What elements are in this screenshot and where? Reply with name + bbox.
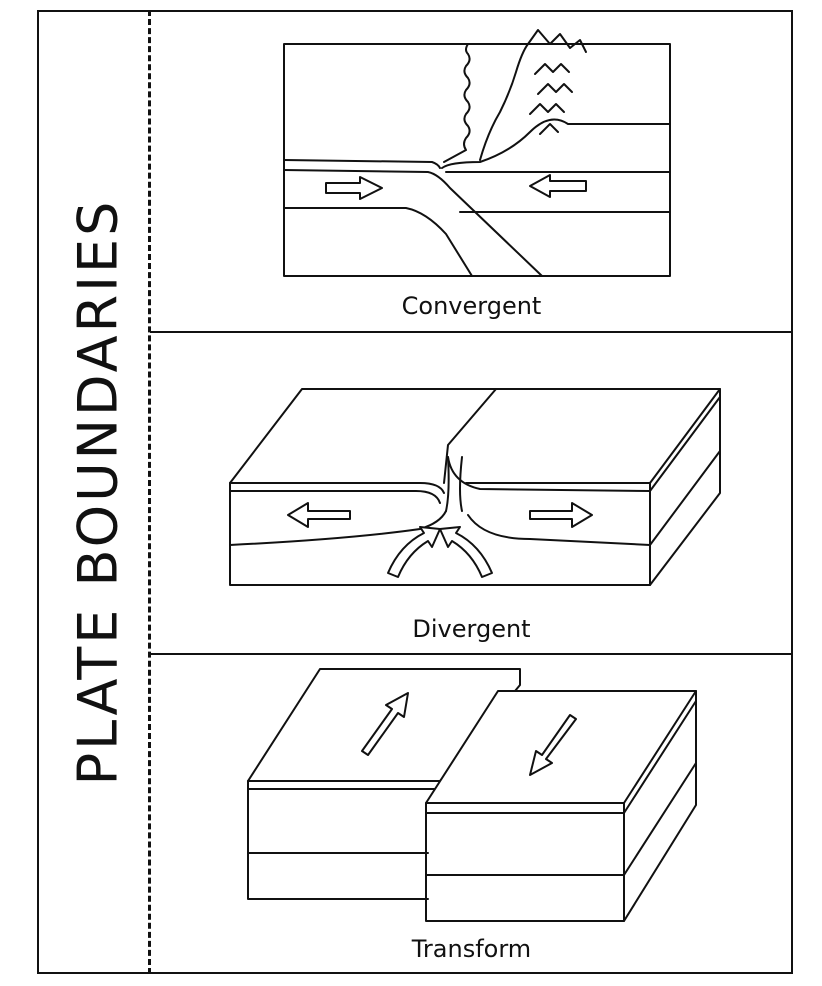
transform-diagram	[247, 668, 697, 922]
worksheet-frame	[37, 10, 793, 974]
divergent-diagram	[229, 388, 721, 586]
panel-divider-2	[150, 653, 793, 655]
fold-line	[148, 10, 151, 974]
divergent-label: Divergent	[412, 615, 531, 643]
convergent-diagram	[283, 29, 671, 277]
convergent-label: Convergent	[401, 292, 542, 320]
transform-label: Transform	[411, 935, 532, 963]
panel-divider-1	[150, 331, 793, 333]
page-title: PLATE BOUNDARIES	[66, 198, 130, 786]
